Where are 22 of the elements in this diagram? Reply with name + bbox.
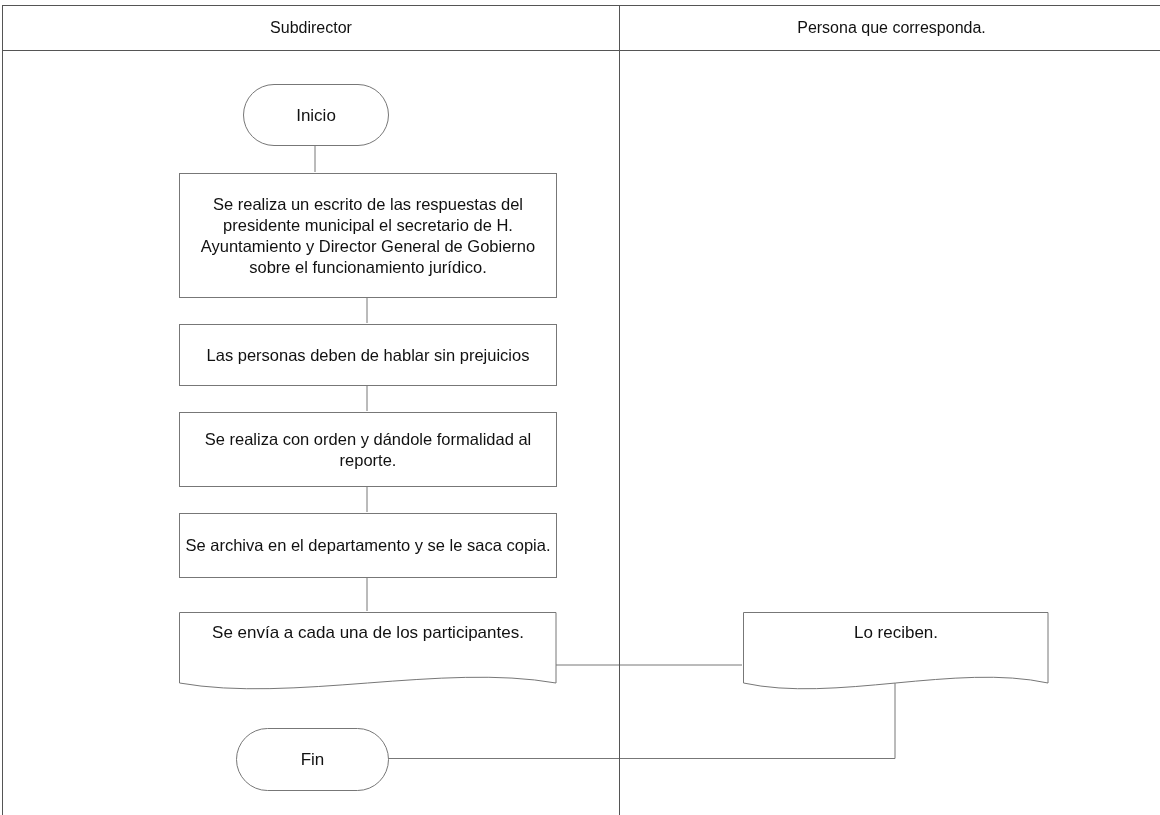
swimlane <box>2 5 620 815</box>
process-box <box>179 513 557 578</box>
connector-line <box>366 296 368 324</box>
connector-line <box>314 144 316 173</box>
process-box <box>179 412 557 487</box>
process-box <box>179 173 557 298</box>
connector-line <box>366 576 368 612</box>
lane-title: Subdirector <box>269 18 353 38</box>
connector-line <box>387 682 896 759</box>
step-text: Se envía a cada una de los participantes. <box>212 622 524 643</box>
step-text: Se realiza un escrito de las respuestas del presidente municipal el secretario de H. Ayuntamiento y Director General de Gobierno sobre el funcionamiento jurídico. <box>199 193 537 278</box>
step-text: Se realiza con orden y dándole formalidad al reporte. <box>203 428 533 471</box>
step-text: Inicio <box>296 104 336 126</box>
connector-line <box>366 384 368 412</box>
connector-line <box>366 485 368 513</box>
step-text: Las personas deben de hablar sin prejuicios <box>206 344 530 366</box>
process-box <box>179 324 557 386</box>
connector-line <box>555 664 743 666</box>
step-text: Se archiva en el departamento y se le saca copia. <box>185 535 551 556</box>
step-text: Lo reciben. <box>853 622 939 643</box>
step-text: Fin <box>300 749 325 770</box>
lane-title: Persona que corresponda. <box>796 18 987 38</box>
